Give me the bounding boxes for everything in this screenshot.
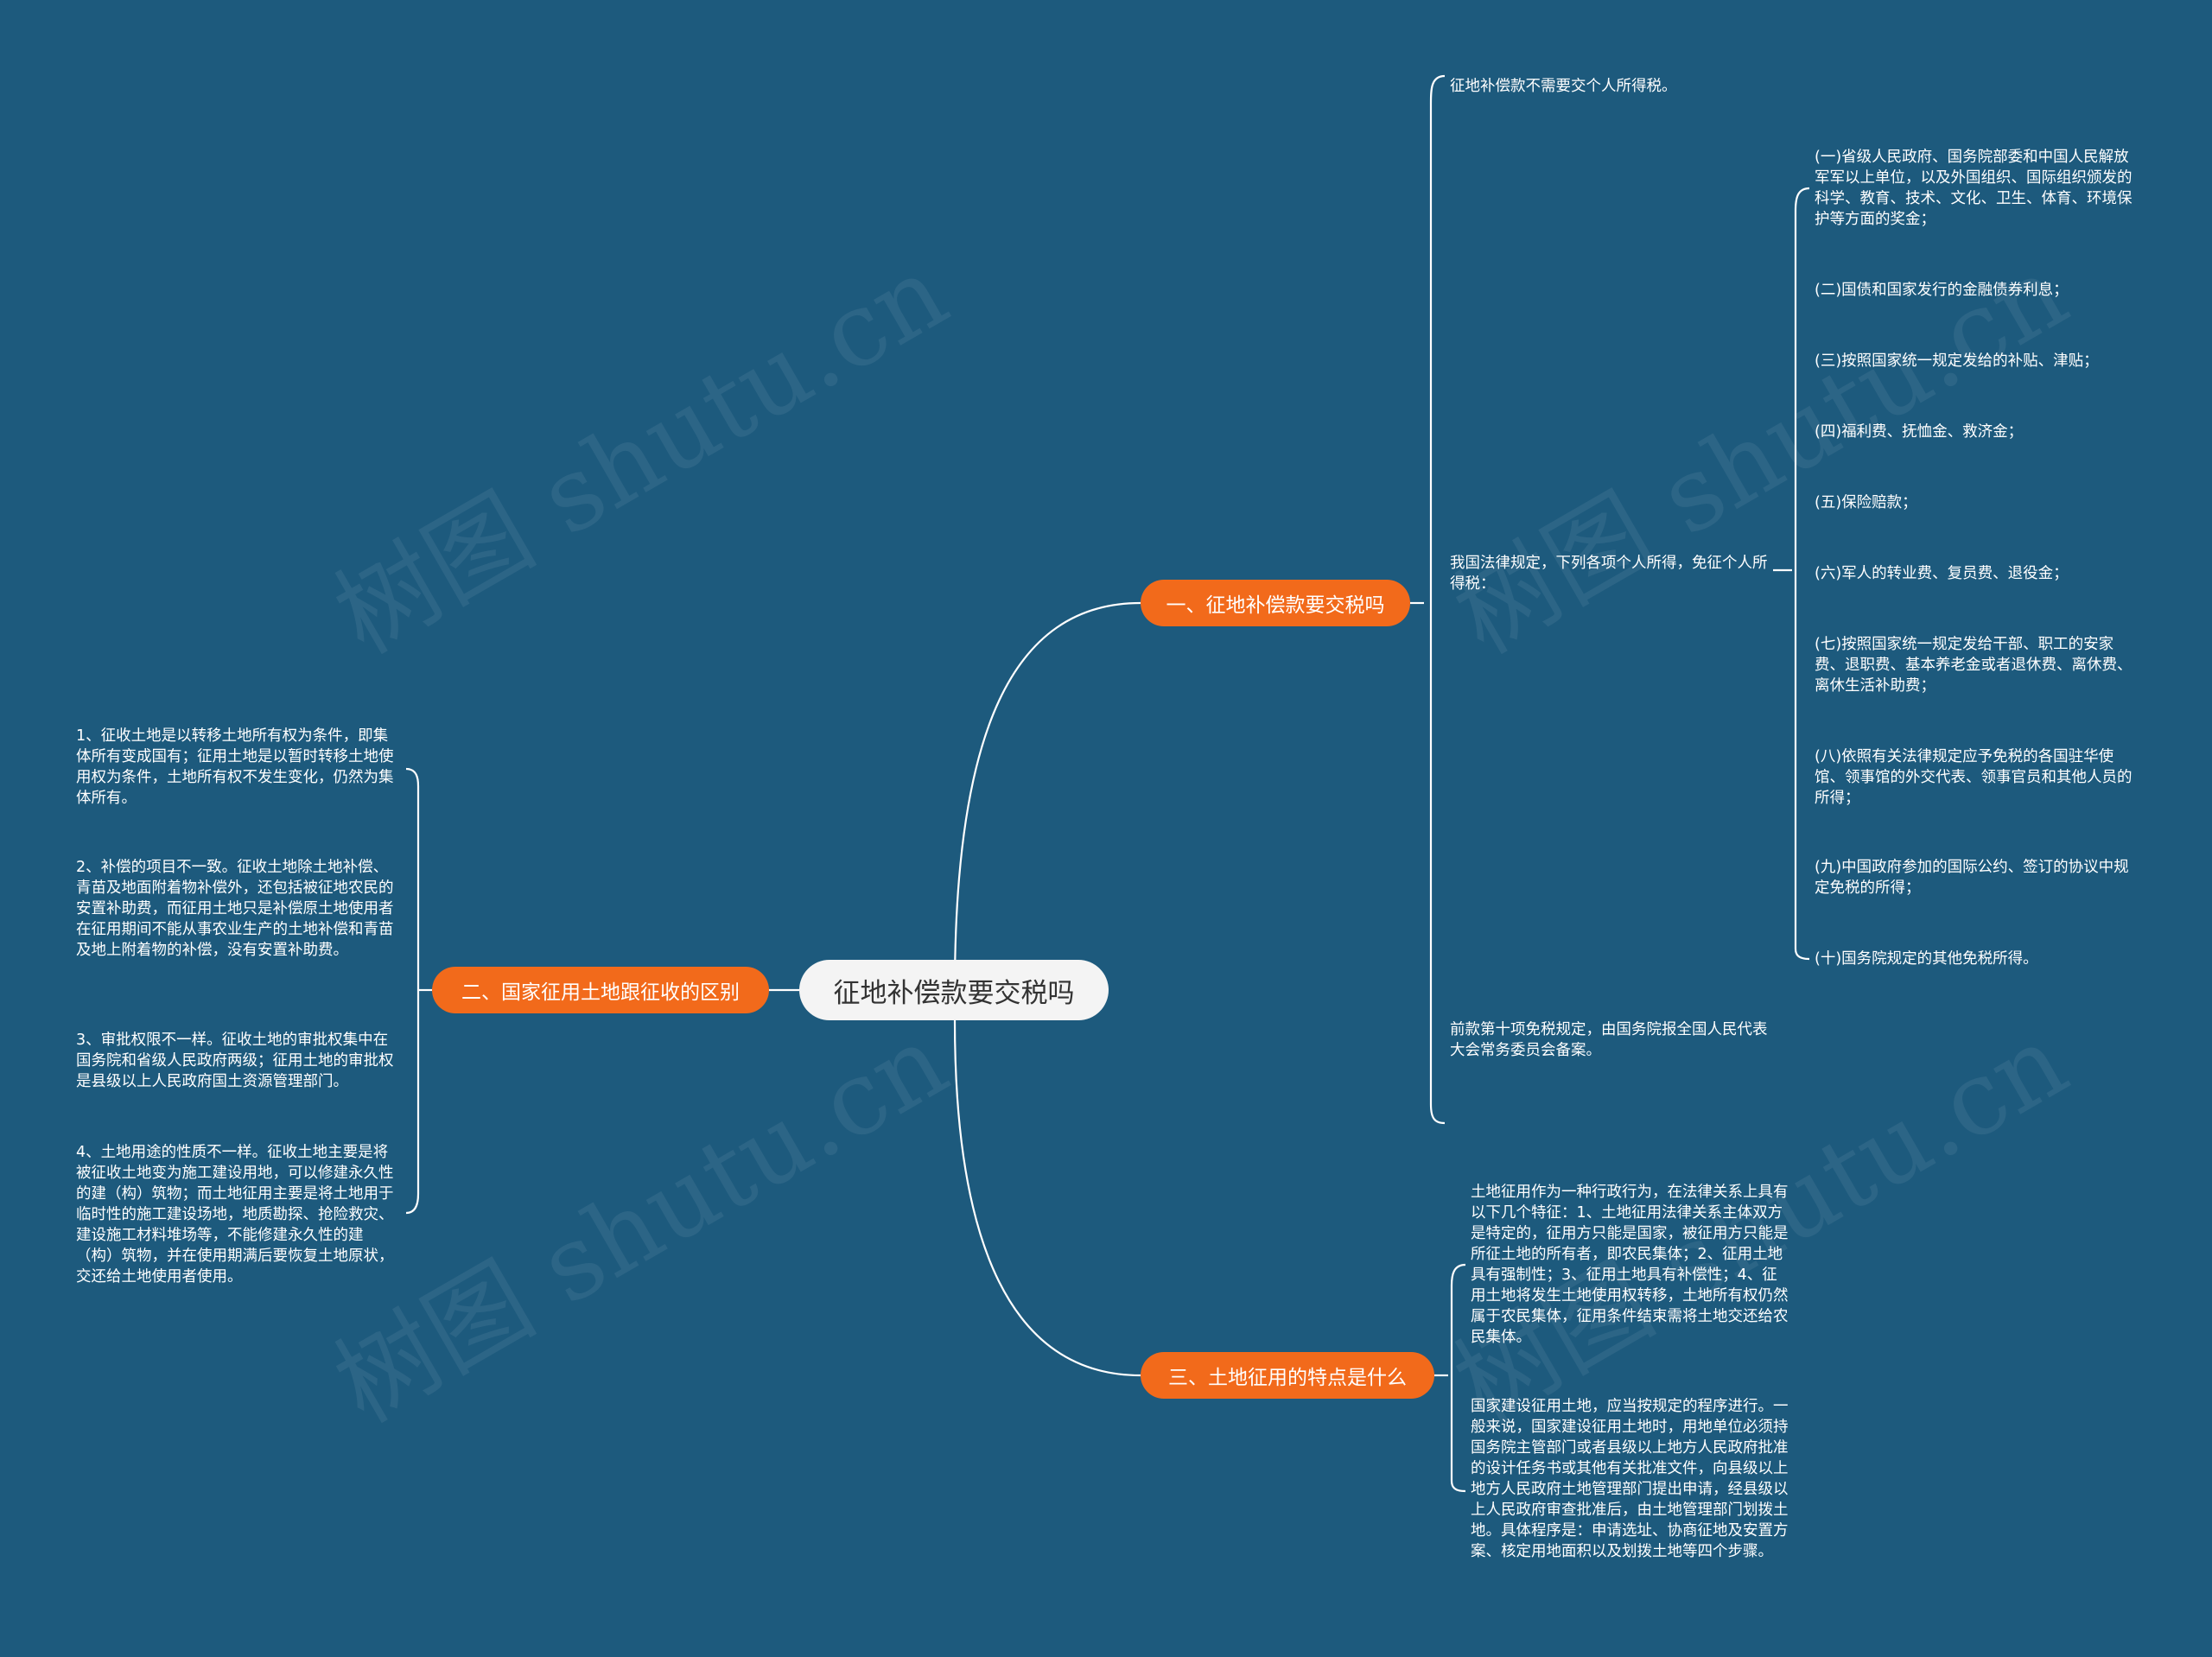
exemption-item: (八)依照有关法律规定应予免税的各国驻华使馆、领事馆的外交代表、领事官员和其他人… <box>1815 748 2133 807</box>
root-node[interactable]: 征地补偿款要交税吗 <box>799 960 1109 1020</box>
link-b3-bracket <box>1450 1263 1466 1493</box>
difference-item: 2、补偿的项目不一致。征收土地除土地补偿、青苗及地面附着物补偿外，还包括被征地农… <box>76 859 394 959</box>
exemption-item: (五)保险赔款； <box>1815 494 1917 511</box>
exemption-item: (七)按照国家统一规定发给干部、职工的安家费、退职费、基本养老金或者退休费、离休… <box>1815 636 2133 695</box>
feature-item: 土地征用作为一种行政行为，在法律关系上具有以下几个特征：1、土地征用法律关系主体… <box>1471 1184 1789 1346</box>
exemption-item: (六)军人的转业费、复员费、退役金； <box>1815 565 2069 582</box>
leaf-law-exemptions: 我国法律规定，下列各项个人所得，免征个人所得税： <box>1450 555 1768 593</box>
branch-node-features[interactable]: 三、土地征用的特点是什么 <box>1141 1352 1434 1399</box>
branch-node-tax[interactable]: 一、征地补偿款要交税吗 <box>1141 580 1410 626</box>
exemption-item: (九)中国政府参加的国际公约、签订的协议中规定免税的所得； <box>1815 859 2129 897</box>
leaf-no-tax: 征地补偿款不需要交个人所得税。 <box>1450 78 1677 95</box>
exemption-item: (一)省级人民政府、国务院部委和中国人民解放军军以上单位，以及外国组织、国际组织… <box>1815 149 2133 228</box>
link-b2-bracket <box>405 767 420 1215</box>
exemption-item: (三)按照国家统一规定发给的补贴、津贴； <box>1815 352 2099 370</box>
exemption-item: (二)国债和国家发行的金融债券利息； <box>1815 282 2069 299</box>
difference-item: 1、征收土地是以转移土地所有权为条件，即集体所有变成国有；征用土地是以暂时转移土… <box>76 727 394 807</box>
link-root-branch1 <box>953 601 1141 991</box>
leaf-filing-note: 前款第十项免税规定，由国务院报全国人民代表大会常务委员会备案。 <box>1450 1021 1768 1059</box>
difference-item: 3、审批权限不一样。征收土地的审批权集中在国务院和省级人民政府两级；征用土地的审… <box>76 1032 394 1090</box>
branch-node-difference[interactable]: 二、国家征用土地跟征收的区别 <box>432 967 769 1013</box>
difference-item: 4、土地用途的性质不一样。征收土地主要是将被征收土地变为施工建设用地，可以修建永… <box>76 1144 394 1286</box>
link-b1-sub-bracket <box>1794 187 1810 961</box>
exemption-item: (四)福利费、抚恤金、救济金； <box>1815 423 2024 441</box>
exemption-item: (十)国务院规定的其他免税所得。 <box>1815 950 2038 968</box>
feature-item: 国家建设征用土地，应当按规定的程序进行。一般来说，国家建设征用土地时，用地单位必… <box>1471 1398 1789 1560</box>
link-b1-bracket <box>1429 74 1446 1125</box>
link-root-branch3 <box>953 1019 1141 1377</box>
